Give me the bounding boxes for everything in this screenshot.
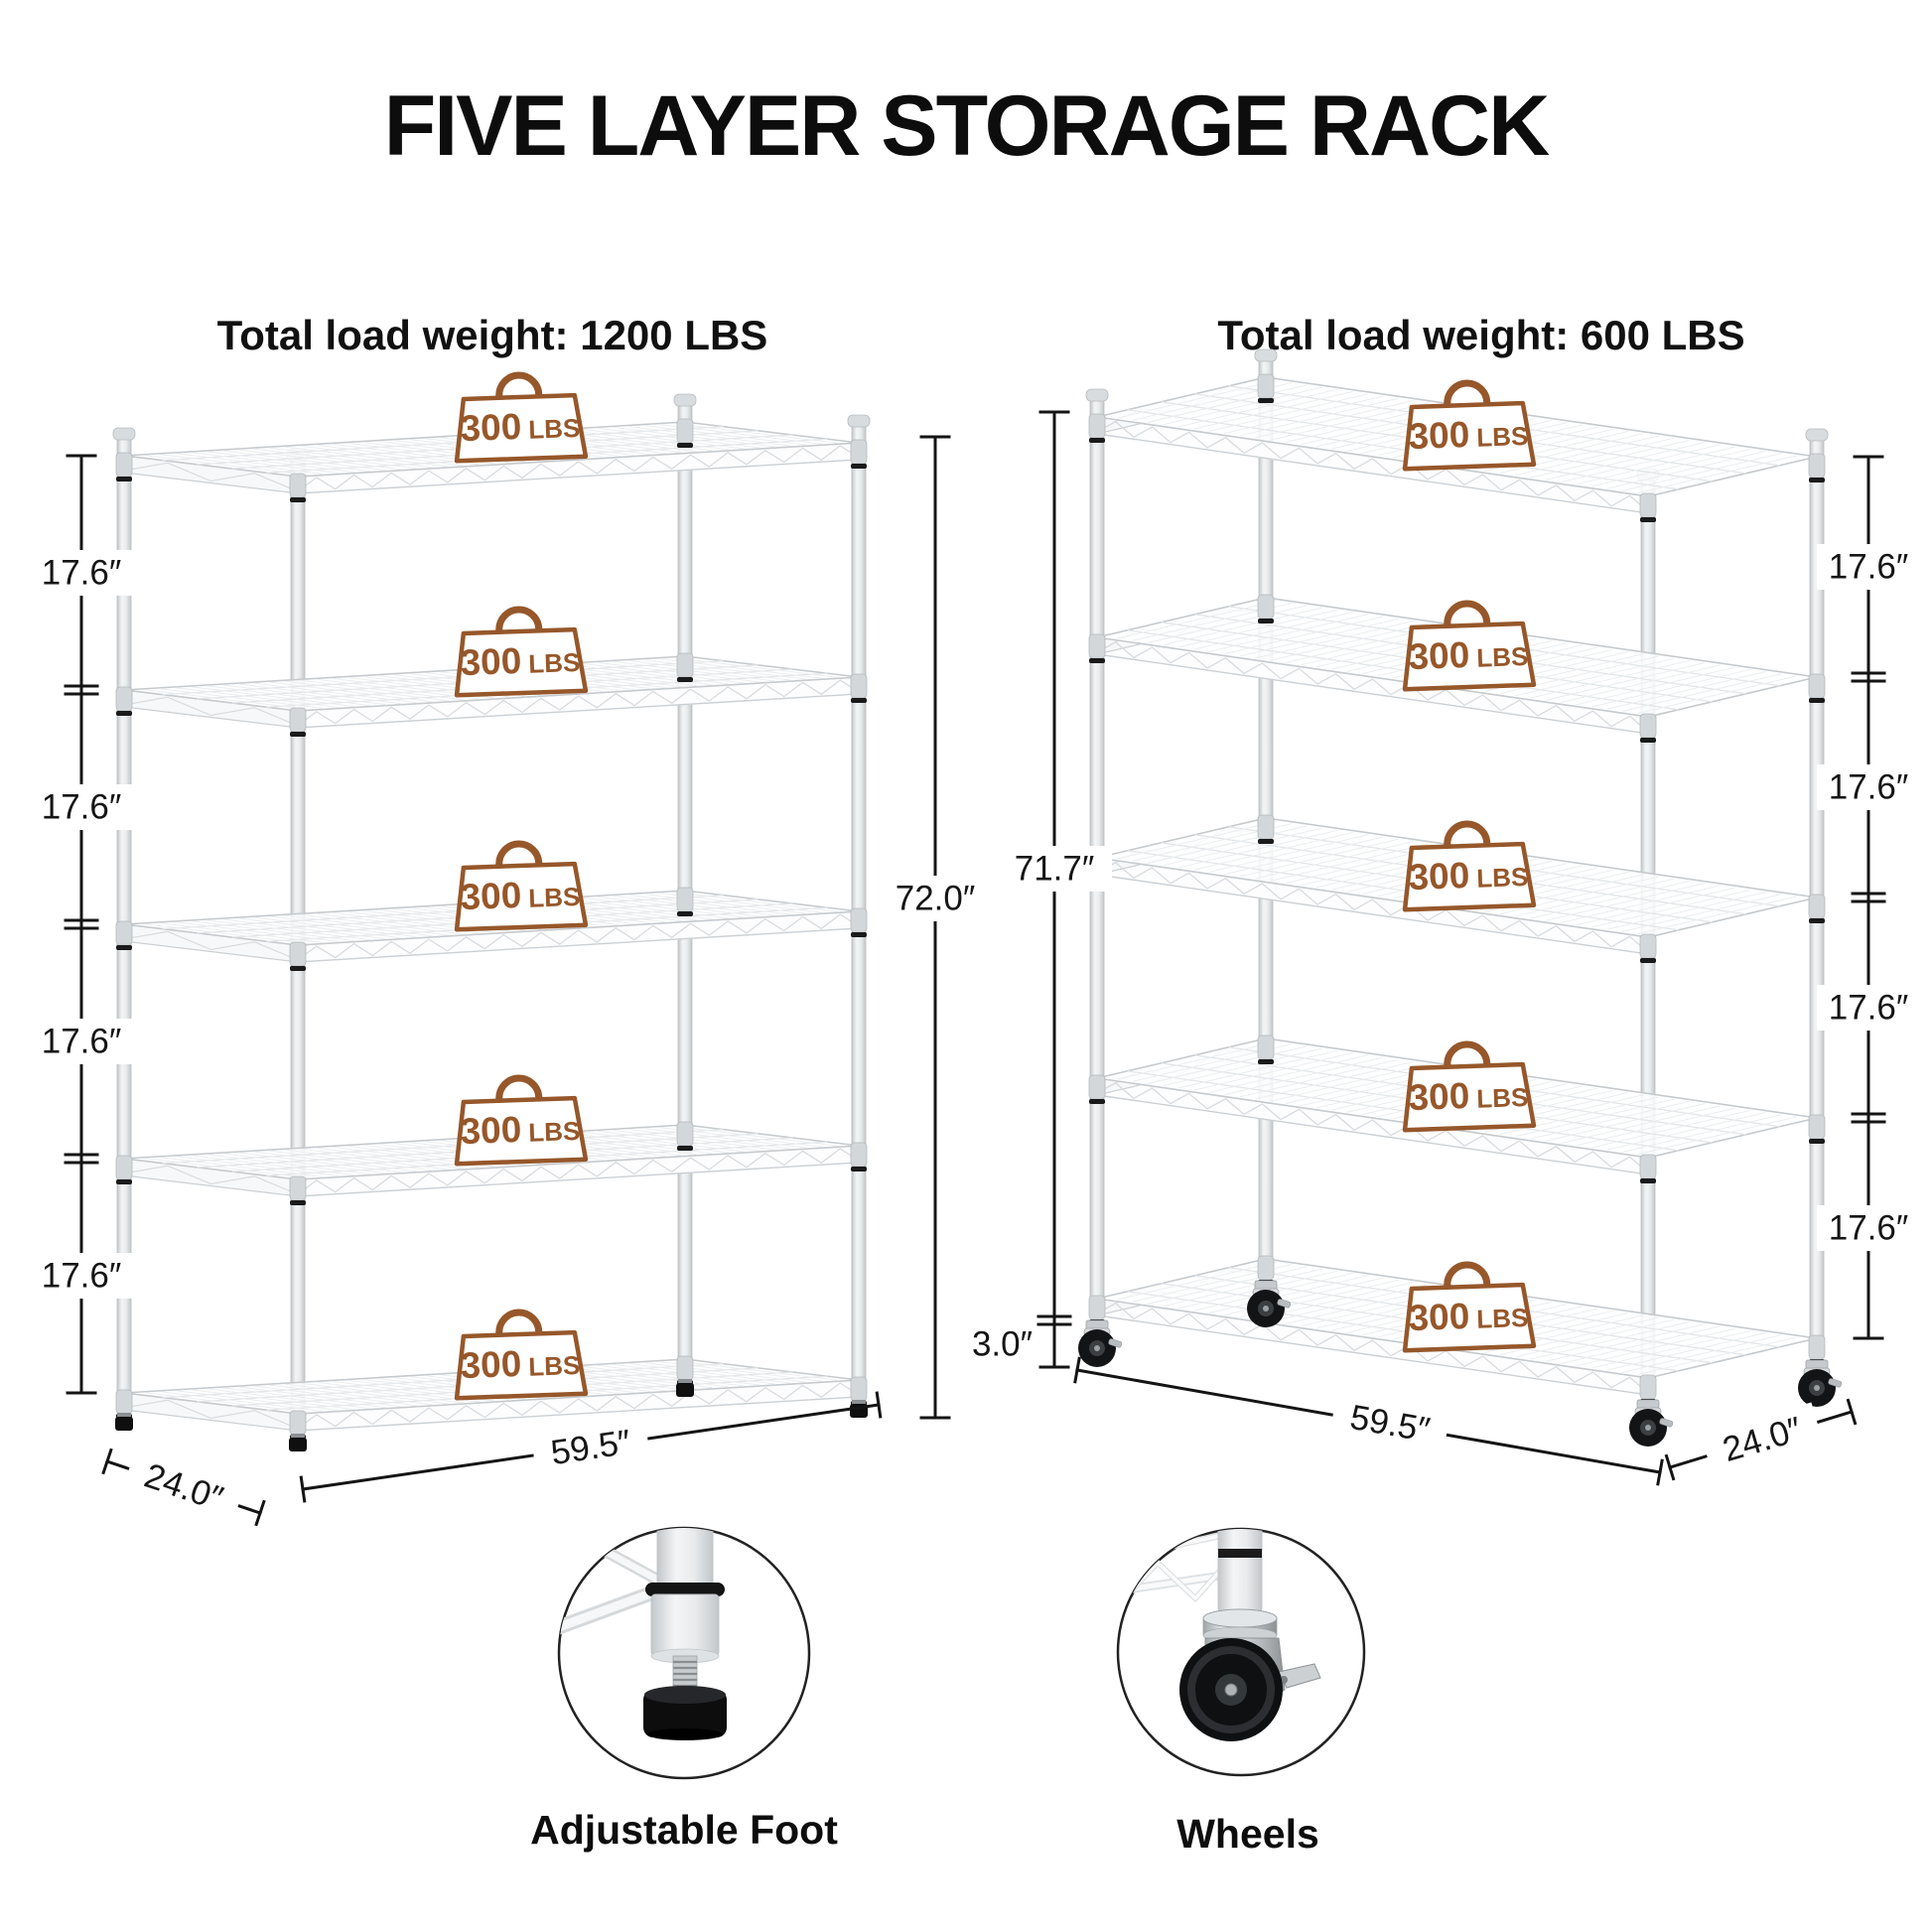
dim-right-height: 71.7″ 3.0″ [972,410,1112,1369]
callout-foot-label: Adjustable Foot [530,1807,838,1853]
dim-left-depth: 24.0″ [101,1448,266,1527]
dim-label-wheel-height: 3.0″ [972,1325,1033,1364]
dim-left-height: 72.0″ [878,435,993,1420]
dim-label-spacing: 17.6″ [30,784,133,830]
left-rack-subtitle: Total load weight: 1200 LBS [216,312,768,358]
dim-left-shelf-spacing: 17.6″ 17.6″ 17.6″ 17.6″ [30,454,133,1395]
callout-wheels-label: Wheels [1176,1811,1319,1857]
dim-label-height: 71.7″ [997,846,1112,892]
dim-label-width: 59.5″ [1329,1392,1450,1455]
svg-text:17.6″: 17.6″ [42,554,122,593]
callout-wheels: Wheels [1116,1527,1366,1857]
svg-text:59.5″: 59.5″ [1347,1398,1433,1449]
dim-label-spacing: 17.6″ [30,1253,133,1299]
dim-label-height: 72.0″ [878,876,993,921]
svg-text:17.6″: 17.6″ [42,1257,122,1296]
page-title: FIVE LAYER STORAGE RACK [383,78,1551,174]
svg-text:17.6″: 17.6″ [42,1023,122,1061]
callout-adjustable-foot: Adjustable Foot [530,1526,838,1853]
dim-label-width: 59.5″ [530,1417,651,1478]
dim-label-spacing: 17.6″ [1817,1205,1920,1251]
dim-label-depth: 24.0″ [122,1448,245,1527]
adjustable-foot-icon [559,1528,727,1740]
svg-text:71.7″: 71.7″ [1015,850,1095,889]
svg-text:17.6″: 17.6″ [42,788,122,827]
svg-text:17.6″: 17.6″ [1829,548,1909,587]
dim-right-shelf-spacing: 17.6″ 17.6″ 17.6″ 17.6″ [1817,455,1920,1340]
svg-text:17.6″: 17.6″ [1829,768,1909,807]
svg-text:17.6″: 17.6″ [1829,989,1909,1028]
dim-label-depth: 24.0″ [1701,1402,1824,1477]
dim-label-spacing: 17.6″ [30,550,133,596]
rack-right-casters [1078,1280,1843,1447]
dim-label-spacing: 17.6″ [1817,764,1920,810]
right-rack-subtitle: Total load weight: 600 LBS [1217,312,1745,358]
svg-text:17.6″: 17.6″ [1829,1209,1909,1248]
dim-label-spacing: 17.6″ [30,1019,133,1064]
dim-right-depth: 24.0″ [1664,1398,1858,1481]
dim-left-width: 59.5″ [299,1391,883,1503]
dim-label-spacing: 17.6″ [1817,544,1920,590]
svg-text:72.0″: 72.0″ [896,880,976,918]
dim-label-spacing: 17.6″ [1817,985,1920,1031]
rack-left-feet [115,1379,868,1451]
